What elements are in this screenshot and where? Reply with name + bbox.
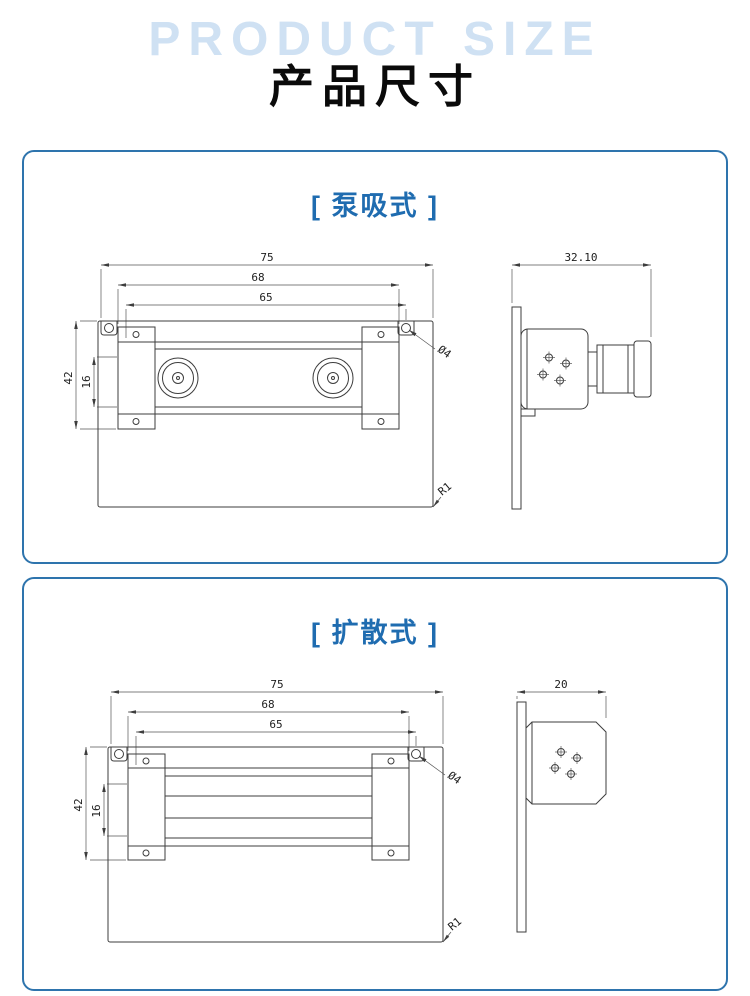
device-outline (97, 320, 434, 508)
dimension-lines (516, 691, 607, 718)
dim-65-label: 65 (259, 291, 272, 304)
dim-42-label: 42 (72, 798, 85, 811)
dim-68-label: 68 (251, 271, 264, 284)
dim-corner-label: R1 (436, 480, 455, 498)
dim-75-label: 75 (270, 678, 283, 691)
dimension-arrowheads (74, 263, 440, 507)
dimension-lines (511, 264, 652, 337)
background-title: PRODUCT SIZE (148, 13, 602, 66)
dimension-arrowheads (84, 690, 450, 942)
panel-pump-suction: [ 泵吸式 ] 75 68 (22, 150, 728, 564)
dim-corner-label: R1 (446, 915, 465, 933)
panel-pump-suction-title: [ 泵吸式 ] (311, 191, 439, 221)
diffusion-side-view-drawing: 20 (516, 678, 607, 933)
dim-depth-label: 32.10 (564, 251, 597, 264)
device-outline (516, 701, 607, 933)
dim-hole-label: Ø4 (445, 769, 464, 787)
dimension-lines (75, 264, 442, 508)
page-header: PRODUCT SIZE 产品尺寸 (0, 0, 750, 150)
dim-68-label: 68 (261, 698, 274, 711)
screw-center-marks (549, 746, 583, 780)
dim-65-label: 65 (269, 718, 282, 731)
dim-16-label: 16 (90, 804, 103, 817)
page-title: 产品尺寸 (268, 61, 481, 112)
device-outline (107, 746, 444, 943)
panel-diffusion: [ 扩散式 ] 75 68 (22, 577, 728, 991)
device-outline (511, 306, 652, 510)
pump-side-view-drawing: 32.10 (511, 251, 652, 510)
dimension-arrowheads (512, 263, 651, 267)
dim-75-label: 75 (260, 251, 273, 264)
pump-suction-drawing: 75 68 65 42 16 Ø4 R1 (24, 245, 726, 530)
dim-16-label: 16 (80, 375, 93, 388)
dim-depth-label: 20 (554, 678, 567, 691)
screw-center-marks (537, 351, 572, 387)
dim-hole-label: Ø4 (435, 343, 454, 361)
diffusion-drawing: 75 68 65 42 16 Ø4 R1 (24, 672, 726, 957)
diffusion-front-view-drawing: 75 68 65 42 16 Ø4 R1 (72, 678, 465, 943)
dim-42-label: 42 (62, 371, 75, 384)
panel-diffusion-title: [ 扩散式 ] (311, 618, 439, 648)
pump-front-view-drawing: 75 68 65 42 16 Ø4 R1 (62, 251, 455, 508)
dimension-arrowheads (517, 690, 606, 694)
